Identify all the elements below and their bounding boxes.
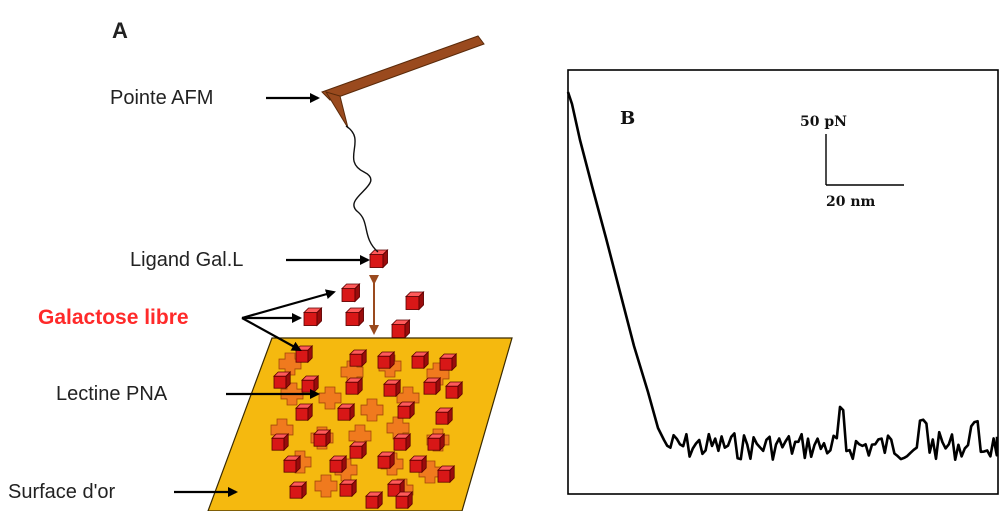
- galactose-cube-layer: [271, 249, 464, 510]
- galactose-cube-icon: [391, 319, 411, 339]
- galactose-cube-icon: [409, 455, 428, 474]
- label-pointe-afm: Pointe AFM: [110, 87, 213, 109]
- galactose-cube-icon: [369, 249, 389, 269]
- panel-a: A Pointe AFM Ligand Gal.L Galactose libr…: [8, 18, 513, 511]
- afm-tip: [321, 35, 485, 129]
- arrow-galactose-3: [241, 317, 302, 351]
- galactose-cube-icon: [423, 377, 442, 396]
- galactose-cube-icon: [395, 491, 414, 510]
- galactose-cube-icon: [427, 433, 446, 452]
- lectin-icon: [314, 474, 338, 498]
- scale-distance-label: 20 nm: [826, 194, 876, 210]
- galactose-cube-icon: [271, 433, 290, 452]
- galactose-cube-icon: [313, 429, 332, 448]
- galactose-cube-icon: [301, 375, 320, 394]
- galactose-cube-icon: [349, 441, 368, 460]
- label-surface-or: Surface d'or: [8, 481, 116, 503]
- galactose-cube-icon: [345, 377, 364, 396]
- galactose-cube-icon: [383, 379, 402, 398]
- galactose-cube-icon: [295, 403, 314, 422]
- galactose-cube-icon: [283, 455, 302, 474]
- lectin-icon: [360, 398, 384, 422]
- galactose-cube-icon: [365, 491, 384, 510]
- scale-force-label: 50 pN: [800, 114, 847, 130]
- label-lectine-pna: Lectine PNA: [56, 383, 168, 405]
- galactose-cube-icon: [445, 381, 464, 400]
- galactose-cube-icon: [303, 307, 323, 327]
- galactose-cube-icon: [289, 481, 308, 500]
- galactose-cube-icon: [411, 351, 430, 370]
- galactose-cube-icon: [397, 401, 416, 420]
- tether-linker: [345, 125, 379, 253]
- galactose-cube-icon: [337, 403, 356, 422]
- galactose-cube-icon: [439, 353, 458, 372]
- panel-b: B 50 pN 20 nm: [566, 69, 999, 495]
- lectin-icon: [278, 352, 302, 376]
- panel-b-letter: B: [620, 108, 635, 129]
- galactose-cube-icon: [339, 479, 358, 498]
- force-curve: [566, 91, 999, 462]
- galactose-cube-icon: [377, 451, 396, 470]
- galactose-cube-icon: [341, 283, 361, 303]
- galactose-cube-icon: [329, 455, 348, 474]
- galactose-cube-icon: [437, 465, 456, 484]
- arrow-galactose-1: [241, 289, 336, 320]
- panel-a-letter: A: [112, 18, 128, 43]
- galactose-cube-icon: [273, 371, 292, 390]
- galactose-cube-icon: [377, 351, 396, 370]
- galactose-cube-icon: [435, 407, 454, 426]
- panel-b-frame: [567, 69, 999, 495]
- galactose-cube-icon: [393, 433, 412, 452]
- galactose-cube-icon: [295, 345, 314, 364]
- galactose-cube-icon: [405, 291, 425, 311]
- label-galactose-libre: Galactose libre: [38, 306, 189, 329]
- galactose-cube-icon: [345, 307, 365, 327]
- label-ligand: Ligand Gal.L: [130, 249, 243, 271]
- galactose-cube-icon: [349, 349, 368, 368]
